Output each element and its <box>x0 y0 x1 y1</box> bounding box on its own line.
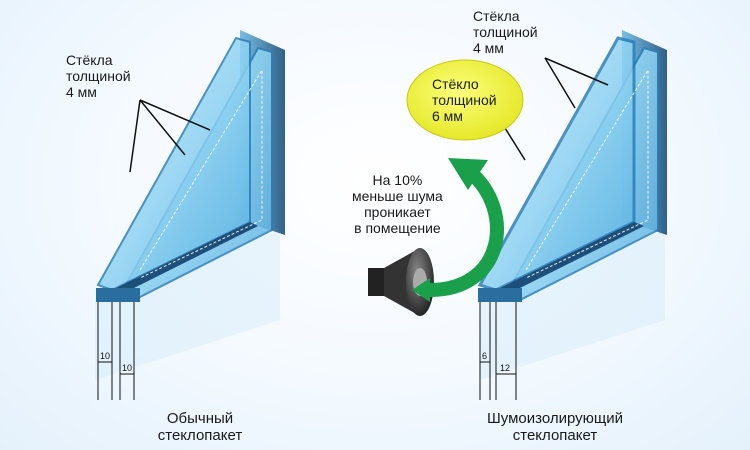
right-leader-2 <box>544 57 609 86</box>
right-glass-label-line-3: 4 мм <box>473 40 504 56</box>
right-glass-label: Стёкла толщиной 4 мм <box>473 8 538 56</box>
left-leader-3 <box>139 99 211 131</box>
right-dim-2: 12 <box>500 363 510 373</box>
thick-glass-label-line-2: толщиной <box>432 92 497 108</box>
noise-note-line-3: проникает <box>364 204 431 220</box>
left-glass-label-line-2: толщиной <box>66 68 131 84</box>
thick-glass-label-line-3: 6 мм <box>432 108 463 124</box>
left-bottom-profile <box>96 288 140 302</box>
left-caption-line-2: стеклопакет <box>157 427 243 444</box>
left-glass-label-line-3: 4 мм <box>66 84 97 100</box>
thick-glass-label-line-1: Стёкло <box>432 76 479 92</box>
right-caption: Шумоизолирующий стеклопакет <box>470 410 640 444</box>
noise-note-line-1: На 10% <box>372 172 423 188</box>
noise-note-line-4: в помещение <box>354 220 441 236</box>
left-glass-label-line-1: Стёкла <box>66 52 113 68</box>
left-dim-2: 10 <box>122 363 132 373</box>
left-leader-2 <box>139 99 186 156</box>
left-dim-1: 10 <box>100 351 110 361</box>
right-window-unit: 6 12 <box>477 30 667 400</box>
left-spacer <box>112 222 258 295</box>
noise-note: На 10% меньше шума проникает в помещение <box>352 172 443 236</box>
right-inner-dashes <box>525 68 649 279</box>
thick-glass-label: Стёкло толщиной 6 мм <box>432 76 497 124</box>
right-caption-line-2: стеклопакет <box>512 427 598 444</box>
right-bottom-profile <box>478 288 522 302</box>
curved-arrow-icon <box>412 158 504 302</box>
left-caption-line-1: Обычный <box>166 410 234 427</box>
right-reflection <box>480 230 665 380</box>
left-caption: Обычный стеклопакет <box>135 410 265 444</box>
speaker-icon <box>368 248 434 316</box>
right-caption-line-1: Шумоизолирующий <box>487 410 623 427</box>
left-reflection <box>95 230 280 380</box>
noise-note-line-2: меньше шума <box>352 188 443 204</box>
right-glass-label-line-1: Стёкла <box>473 8 520 24</box>
highlight-bubble <box>406 59 524 141</box>
right-spacer <box>496 222 644 295</box>
left-window-unit: 10 10 <box>95 30 285 400</box>
right-dim-1: 6 <box>482 351 487 361</box>
left-glass-label: Стёкла толщиной 4 мм <box>66 52 131 100</box>
right-glass-label-line-2: толщиной <box>473 24 538 40</box>
left-inner-dashes <box>139 68 263 279</box>
right-leader-1 <box>544 57 576 109</box>
left-leader-1 <box>129 99 141 173</box>
